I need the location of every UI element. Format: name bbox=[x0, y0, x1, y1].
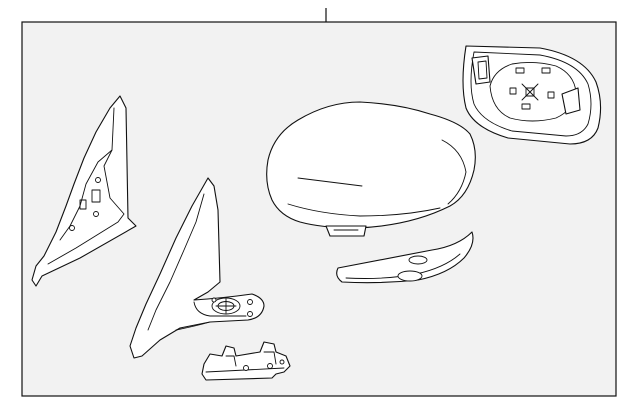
mirror-trim-cover-icon bbox=[336, 231, 474, 284]
mirror-base-bracket-icon bbox=[129, 177, 265, 359]
mounting-clip-icon bbox=[201, 341, 291, 381]
inner-triangle-cover-icon bbox=[31, 95, 137, 287]
mirror-glass-icon bbox=[462, 45, 602, 145]
mirror-cover-icon bbox=[266, 101, 476, 237]
